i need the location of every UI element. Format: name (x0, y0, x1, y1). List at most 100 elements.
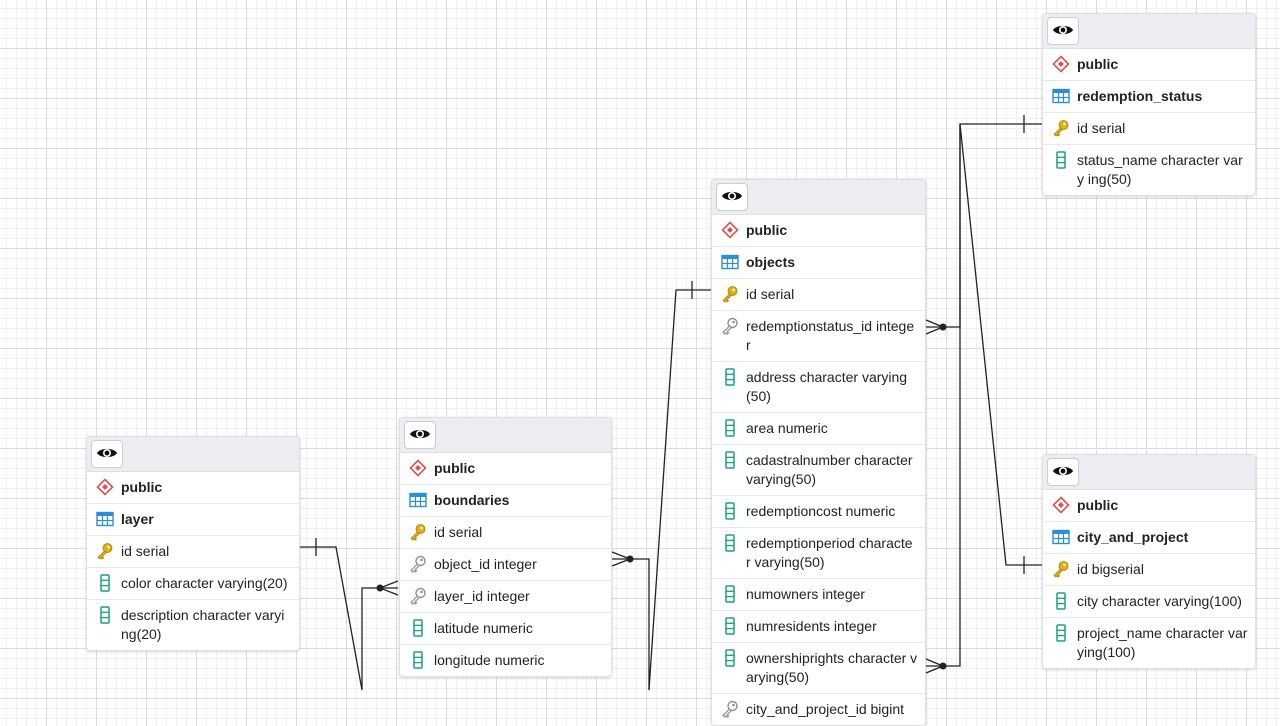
node-header (87, 437, 299, 472)
column-icon (720, 534, 740, 552)
column-row-label: id serial (434, 524, 483, 540)
column-row[interactable]: redemptioncost numeric (712, 496, 925, 528)
column-icon (720, 502, 740, 520)
column-row[interactable]: area numeric (712, 413, 925, 445)
column-row[interactable]: cadastralnumber character varying(50) (712, 445, 925, 496)
eye-icon (721, 189, 743, 206)
column-row-label: object_id integer (434, 556, 537, 572)
column-row-label: redemptionperiod characte r varying(50) (746, 535, 913, 570)
table-icon (1051, 87, 1071, 105)
schema-name[interactable]: public (87, 472, 299, 504)
link-city-and-project-objects[interactable] (925, 123, 1042, 674)
column-row-label: latitude numeric (434, 620, 533, 636)
column-row[interactable]: redemptionperiod characte r varying(50) (712, 528, 925, 579)
schema-icon (1051, 496, 1071, 514)
table-name[interactable]: boundaries (400, 485, 611, 517)
column-row[interactable]: numresidents integer (712, 611, 925, 643)
column-icon (1051, 624, 1071, 642)
column-row[interactable]: id serial (712, 279, 925, 311)
column-row-label: ownershiprights character varying(50) (746, 650, 918, 685)
column-row[interactable]: object_id integer (400, 549, 611, 581)
view-data-button[interactable] (91, 440, 123, 468)
primary-key-icon (95, 542, 115, 560)
column-row[interactable]: id serial (87, 536, 299, 568)
view-data-button[interactable] (1047, 17, 1079, 45)
column-row[interactable]: description character varyi ng(20) (87, 600, 299, 650)
column-row-label: id serial (746, 286, 795, 302)
column-row-label: id bigserial (1077, 561, 1144, 577)
schema-icon (1051, 55, 1071, 73)
link-layer-boundaries[interactable] (300, 538, 399, 691)
column-row[interactable]: redemptionstatus_id intege r (712, 311, 925, 362)
schema-name-label: public (434, 460, 476, 476)
table-name[interactable]: layer (87, 504, 299, 536)
column-row[interactable]: id bigserial (1043, 554, 1255, 586)
column-row-label: numowners integer (746, 586, 866, 602)
foreign-key-icon (408, 555, 428, 573)
column-icon (720, 585, 740, 603)
table-name[interactable]: objects (712, 247, 925, 279)
primary-key-icon (1051, 560, 1071, 578)
column-row-label: project_name character var ying(100) (1077, 625, 1248, 660)
foreign-key-icon (720, 317, 740, 335)
column-row[interactable]: id serial (1043, 113, 1255, 145)
column-row-label: id serial (121, 543, 170, 559)
eye-icon (409, 427, 431, 444)
view-data-button[interactable] (716, 183, 748, 211)
column-row[interactable]: longitude numeric (400, 645, 611, 676)
table-name[interactable]: redemption_status (1043, 81, 1255, 113)
eye-icon (96, 446, 118, 463)
column-icon (1051, 151, 1071, 169)
node-header (1043, 14, 1255, 49)
column-row[interactable]: city character varying(100) (1043, 586, 1255, 618)
column-row-label: id serial (1077, 120, 1126, 136)
schema-name[interactable]: public (1043, 49, 1255, 81)
schema-name[interactable]: public (712, 215, 925, 247)
table-name-label: objects (746, 254, 796, 270)
column-row[interactable]: ownershiprights character varying(50) (712, 643, 925, 694)
table-icon (1051, 528, 1071, 546)
column-row[interactable]: project_name character var ying(100) (1043, 618, 1255, 668)
column-row[interactable]: city_and_project_id bigint (712, 694, 925, 725)
schema-name-label: public (1077, 56, 1119, 72)
schema-name[interactable]: public (1043, 490, 1255, 522)
link-objects-boundaries[interactable] (611, 281, 712, 691)
column-row[interactable]: latitude numeric (400, 613, 611, 645)
column-row[interactable]: address character varying (50) (712, 362, 925, 413)
schema-icon (720, 221, 740, 239)
column-row[interactable]: id serial (400, 517, 611, 549)
column-icon (720, 617, 740, 635)
view-data-button[interactable] (1047, 458, 1079, 486)
table-icon (95, 510, 115, 528)
column-icon (720, 451, 740, 469)
column-row-label: status_name character vary ing(50) (1077, 152, 1243, 187)
table-icon (720, 253, 740, 271)
column-row[interactable]: status_name character vary ing(50) (1043, 145, 1255, 195)
link-redemption-status-objects[interactable] (925, 115, 1042, 335)
table-name-label: city_and_project (1077, 529, 1189, 545)
column-row-label: color character varying(20) (121, 575, 288, 591)
table-node-objects[interactable]: public objects id serial redemptionstatus_i… (711, 179, 926, 726)
column-row-label: area numeric (746, 420, 828, 436)
table-node-boundaries[interactable]: public boundaries id serial object_id integ… (399, 417, 612, 677)
foreign-key-icon (720, 700, 740, 718)
table-icon (408, 491, 428, 509)
column-row[interactable]: numowners integer (712, 579, 925, 611)
column-row-label: address character varying (50) (746, 369, 908, 404)
schema-icon (408, 459, 428, 477)
node-header (712, 180, 925, 215)
column-icon (408, 651, 428, 669)
schema-name[interactable]: public (400, 453, 611, 485)
table-name[interactable]: city_and_project (1043, 522, 1255, 554)
column-row[interactable]: layer_id integer (400, 581, 611, 613)
column-icon (95, 606, 115, 624)
primary-key-icon (720, 285, 740, 303)
column-row[interactable]: color character varying(20) (87, 568, 299, 600)
view-data-button[interactable] (404, 421, 436, 449)
column-icon (720, 419, 740, 437)
relationship-lines (300, 115, 1042, 691)
